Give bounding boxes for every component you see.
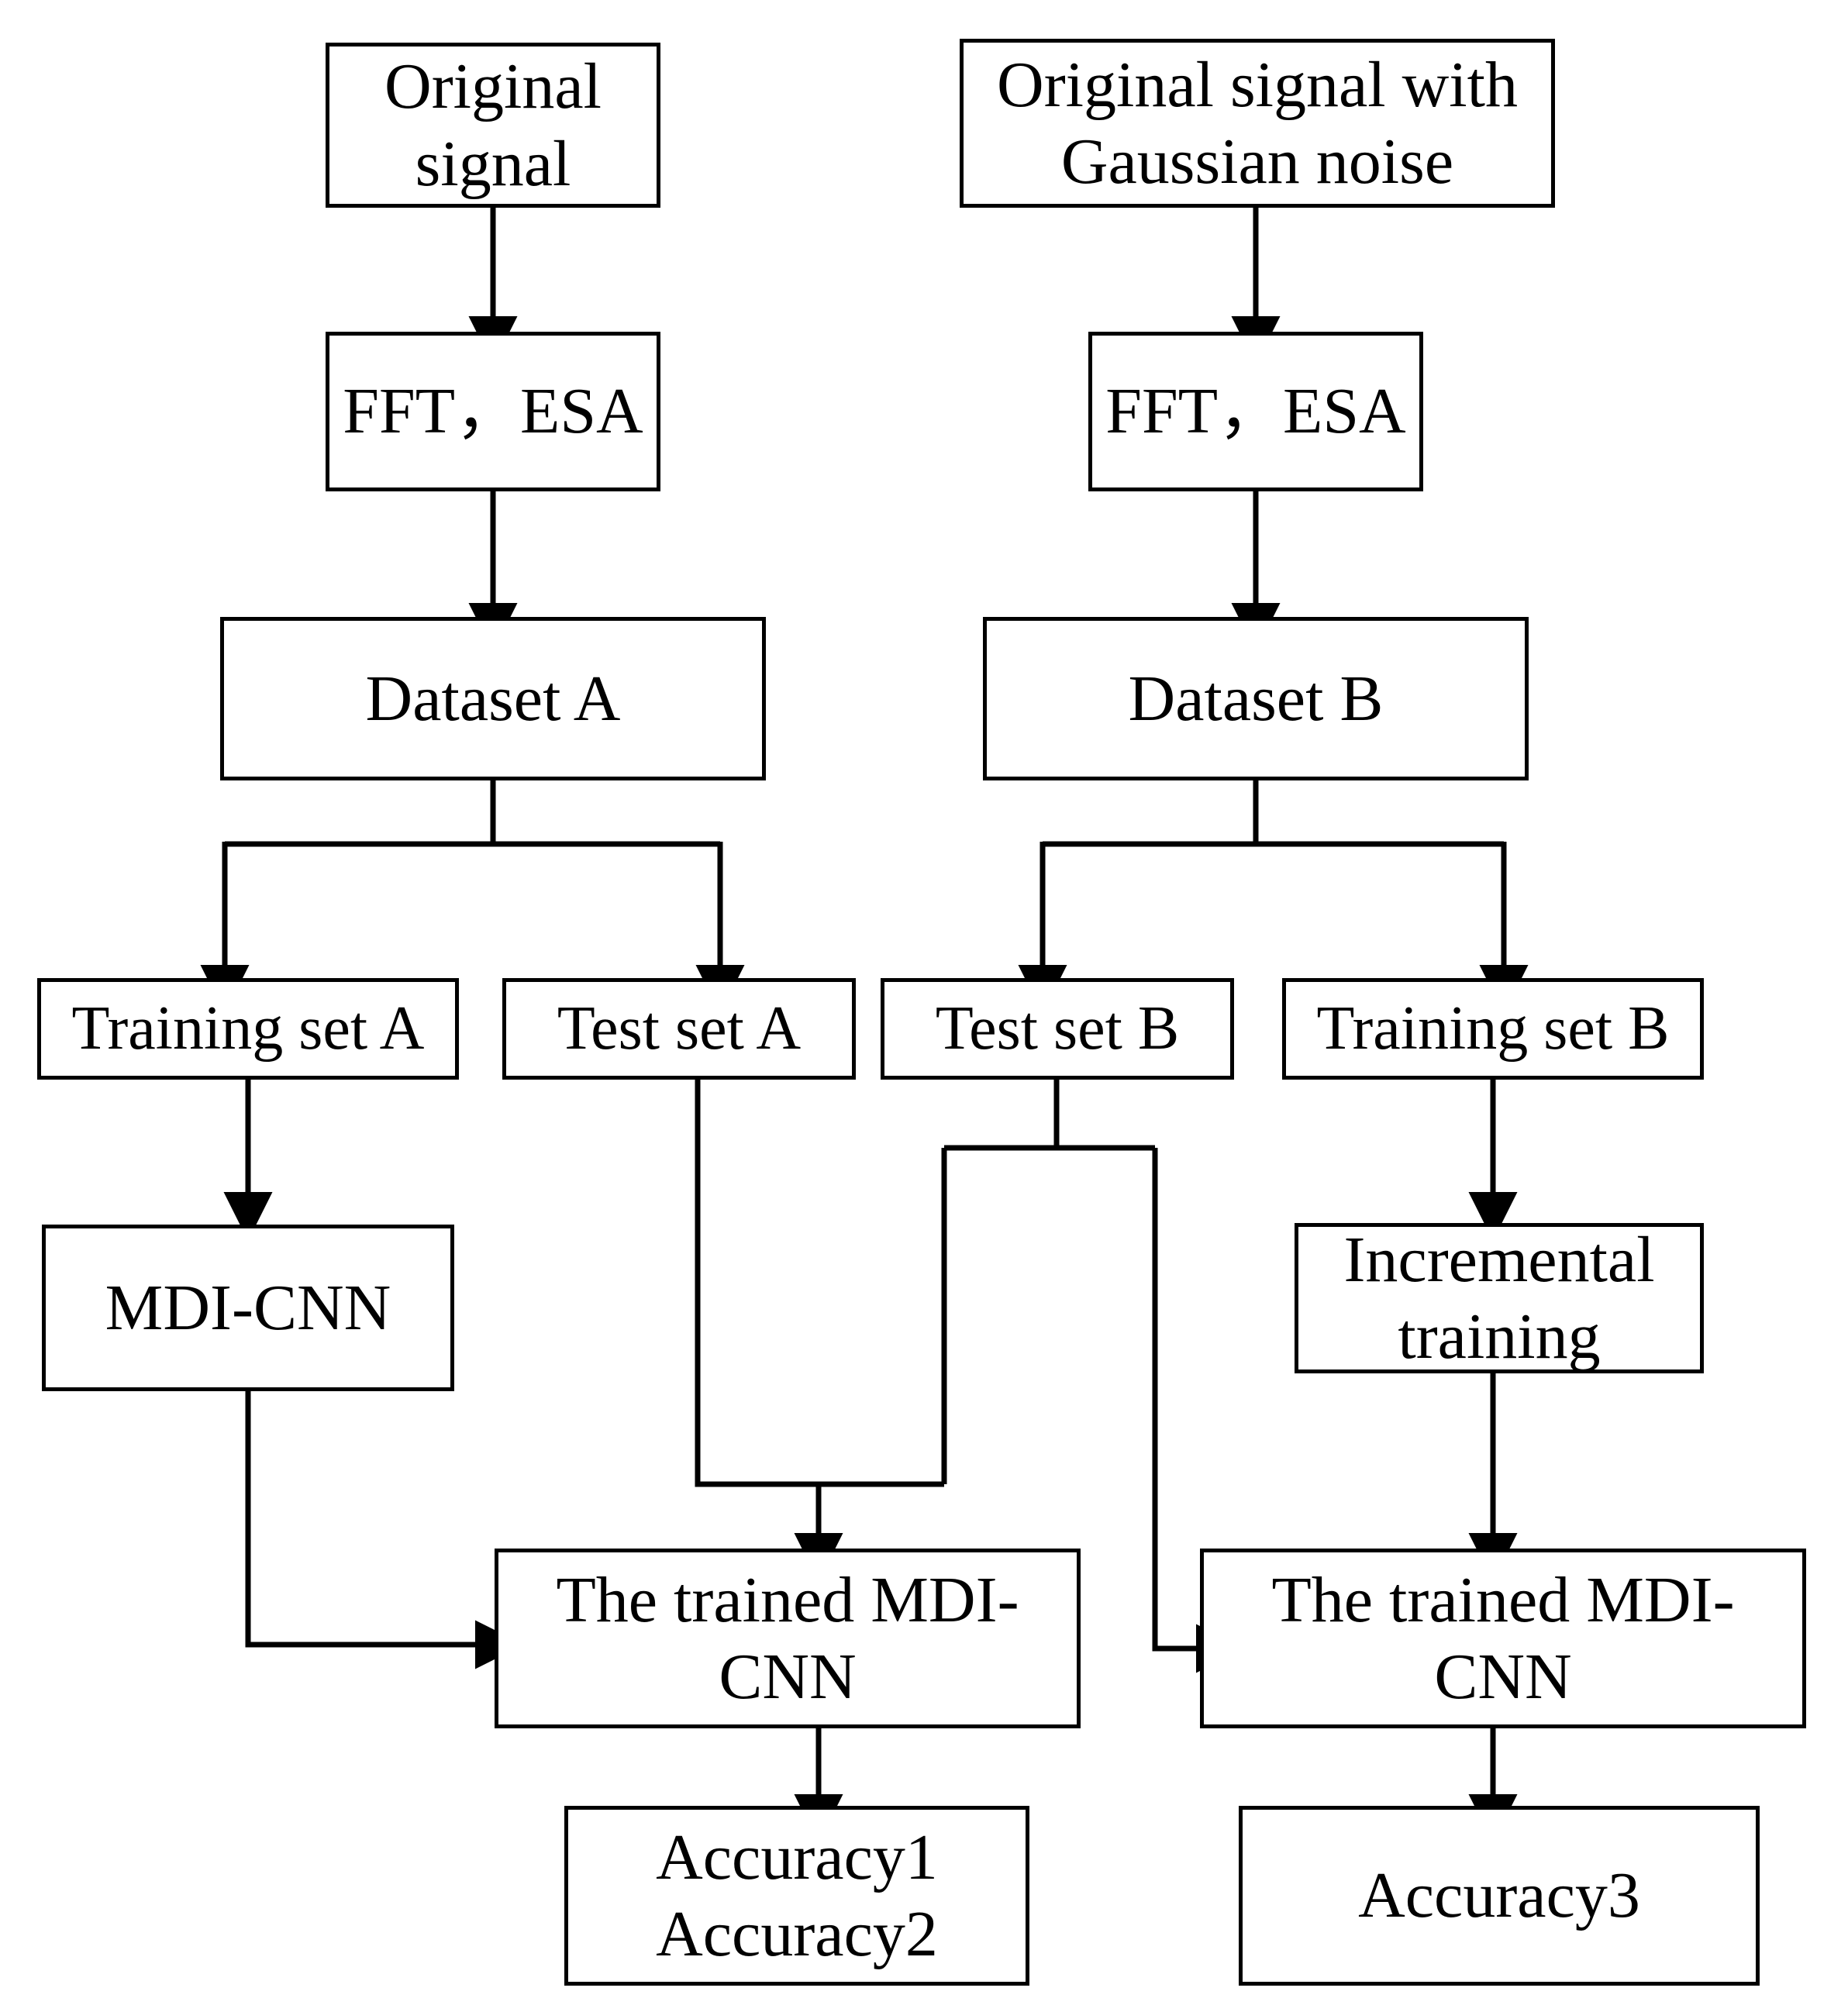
- node-test-set-b-label: Test set B: [935, 994, 1180, 1063]
- node-accuracy-1-2[interactable]: Accuracy1 Accuracy2: [564, 1806, 1029, 1986]
- node-original-signal-gaussian-noise-label: Original signal with Gaussian noise: [997, 48, 1518, 198]
- node-test-set-a-label: Test set A: [557, 994, 802, 1063]
- node-training-set-b-label: Training set B: [1316, 994, 1670, 1063]
- node-training-set-a-label: Training set A: [71, 994, 425, 1063]
- node-dataset-b[interactable]: Dataset B: [983, 617, 1529, 780]
- edge-test-set-b-trunk: [941, 1080, 1155, 1484]
- node-accuracy-3[interactable]: Accuracy3: [1239, 1806, 1760, 1986]
- node-training-set-a[interactable]: Training set A: [37, 978, 459, 1080]
- edge-test-set-b-to-trained-right: [1152, 1148, 1245, 1673]
- node-original-signal[interactable]: Original signal: [326, 43, 660, 208]
- node-trained-mdi-cnn-right-label: The trained MDI-CNN: [1271, 1563, 1735, 1713]
- node-incremental-training[interactable]: Incremental training: [1295, 1223, 1704, 1373]
- node-dataset-a-label: Dataset A: [365, 662, 621, 735]
- edge-dataset-b-split-trunk: [1043, 780, 1504, 847]
- node-fft-esa-a-label: FFT，ESA: [343, 375, 643, 448]
- node-fft-esa-a[interactable]: FFT，ESA: [326, 332, 660, 491]
- node-mdi-cnn-label: MDI-CNN: [105, 1271, 391, 1344]
- node-accuracy-1-2-label: Accuracy1 Accuracy2: [656, 1821, 938, 1970]
- node-dataset-b-label: Dataset B: [1128, 662, 1384, 735]
- edge-dataset-a-split-trunk: [225, 780, 496, 847]
- node-test-set-b[interactable]: Test set B: [881, 978, 1234, 1080]
- node-fft-esa-b-label: FFT，ESA: [1105, 375, 1406, 448]
- node-trained-mdi-cnn-left-label: The trained MDI-CNN: [556, 1563, 1019, 1713]
- node-incremental-training-label: Incremental training: [1343, 1223, 1655, 1373]
- node-accuracy-3-label: Accuracy3: [1358, 1859, 1640, 1932]
- node-trained-mdi-cnn-left[interactable]: The trained MDI-CNN: [495, 1549, 1081, 1728]
- edge-test-set-a-to-trained-left: [695, 1080, 944, 1487]
- node-dataset-a[interactable]: Dataset A: [220, 617, 766, 780]
- node-fft-esa-b[interactable]: FFT，ESA: [1088, 332, 1423, 491]
- edge-mdi-cnn-to-trained-left: [245, 1391, 524, 1669]
- node-training-set-b[interactable]: Training set B: [1282, 978, 1704, 1080]
- node-trained-mdi-cnn-right[interactable]: The trained MDI-CNN: [1200, 1549, 1806, 1728]
- node-original-signal-label: Original signal: [384, 50, 602, 200]
- node-original-signal-gaussian-noise[interactable]: Original signal with Gaussian noise: [960, 39, 1555, 208]
- node-test-set-a[interactable]: Test set A: [502, 978, 856, 1080]
- node-mdi-cnn[interactable]: MDI-CNN: [42, 1225, 454, 1391]
